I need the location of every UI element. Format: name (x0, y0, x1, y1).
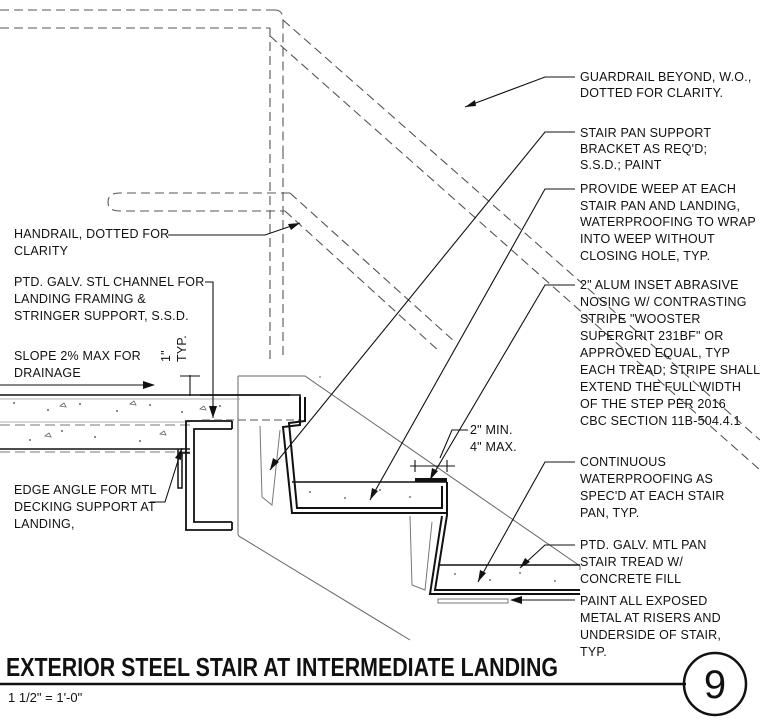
note-waterproofing-line3: SPEC'D AT EACH STAIR (580, 489, 725, 503)
note-paint-line2: METAL AT RISERS AND (580, 611, 721, 625)
note-nosing-line5: APPROVED EQUAL, TYP (580, 346, 730, 360)
note-channel-line3: STRINGER SUPPORT, S.S.D. (14, 309, 189, 323)
stringer-outline (237, 375, 581, 641)
note-nosing-line7: EXTEND THE FULL WIDTH (580, 380, 741, 394)
note-channel-line2: LANDING FRAMING & (14, 292, 146, 306)
note-pan-line3: CONCRETE FILL (580, 572, 681, 586)
note-nosing-line6: EACH TREAD; STRIPE SHALL (580, 363, 760, 377)
note-nosing-line3: STRIPE "WOOSTER (580, 312, 701, 326)
dim-max: 4" MAX. (470, 440, 517, 454)
note-handrail-line2: CLARITY (14, 244, 69, 258)
note-guardrail-line2: DOTTED FOR CLARITY. (580, 86, 723, 100)
note-guardrail-line1: GUARDRAIL BEYOND, W.O., (580, 70, 752, 84)
note-weep-line2: STAIR PAN AND LANDING, (580, 199, 740, 213)
note-pan-line1: PTD. GALV. MTL PAN (580, 538, 707, 552)
dim-typ-label: TYP. (175, 335, 189, 362)
detail-number-circle (682, 651, 748, 717)
note-waterproofing-line4: PAN, TYP. (580, 506, 639, 520)
note-paint-line4: TYP. (580, 645, 607, 659)
note-nosing-line9: CBC SECTION 11B-504.4.1 (580, 414, 741, 428)
dim-typ-value: 1" (159, 350, 173, 362)
note-nosing-line2: NOSING W/ CONTRASTING (580, 295, 747, 309)
note-paint-line3: UNDERSIDE OF STAIR, (580, 628, 721, 642)
note-nosing-line4: SUPERGRIT 231BF" OR (580, 329, 723, 343)
note-edge-angle-line3: LANDING, (14, 517, 75, 531)
edge-angle (177, 449, 190, 489)
leader-arrowheads (143, 100, 530, 604)
note-paint-line1: PAINT ALL EXPOSED (580, 594, 708, 608)
note-weep-line3: WATERPROOFING TO WRAP (580, 215, 756, 229)
steel-channel (185, 420, 233, 531)
title-block: EXTERIOR STEEL STAIR AT INTERMEDIATE LAN… (0, 651, 748, 717)
note-weep-line5: CLOSING HOLE, TYP. (580, 249, 710, 263)
note-weep-line1: PROVIDE WEEP AT EACH (580, 182, 736, 196)
note-slope-line2: DRAINAGE (14, 366, 81, 380)
note-nosing-line8: OF THE STEP PER 2016 (580, 397, 726, 411)
dim-min: 2" MIN. (470, 423, 513, 437)
note-nosing-line1: 2" ALUM INSET ABRASIVE (580, 278, 739, 292)
landing-slab (0, 394, 290, 453)
note-pan-line2: STAIR TREAD W/ (580, 555, 683, 569)
note-bracket-line1: STAIR PAN SUPPORT (580, 126, 711, 140)
note-edge-angle-line1: EDGE ANGLE FOR MTL (14, 483, 157, 497)
note-waterproofing-line1: CONTINUOUS (580, 455, 666, 469)
note-slope-line1: SLOPE 2% MAX FOR (14, 349, 141, 363)
note-bracket-line2: BRACKET AS REQ'D; (580, 142, 707, 156)
note-waterproofing-line2: WATERPROOFING AS (580, 472, 713, 486)
detail-title: EXTERIOR STEEL STAIR AT INTERMEDIATE LAN… (6, 652, 558, 682)
tread-fill (292, 478, 580, 582)
guardrail-dashed (0, 9, 760, 471)
stair-pans (281, 397, 580, 595)
detail-number: 9 (704, 663, 726, 707)
detail-scale: 1 1/2" = 1'-0" (8, 690, 83, 705)
leader-lines (0, 76, 575, 601)
note-weep-line4: INTO WEEP WITHOUT (580, 232, 715, 246)
note-handrail-line1: HANDRAIL, DOTTED FOR (14, 227, 169, 241)
support-brackets (259, 425, 509, 604)
handrail-dashed (107, 192, 456, 353)
note-bracket-line3: S.S.D.; PAINT (580, 158, 662, 172)
note-edge-angle-line2: DECKING SUPPORT AT (14, 500, 156, 514)
note-channel-line1: PTD. GALV. STL CHANNEL FOR (14, 275, 204, 289)
